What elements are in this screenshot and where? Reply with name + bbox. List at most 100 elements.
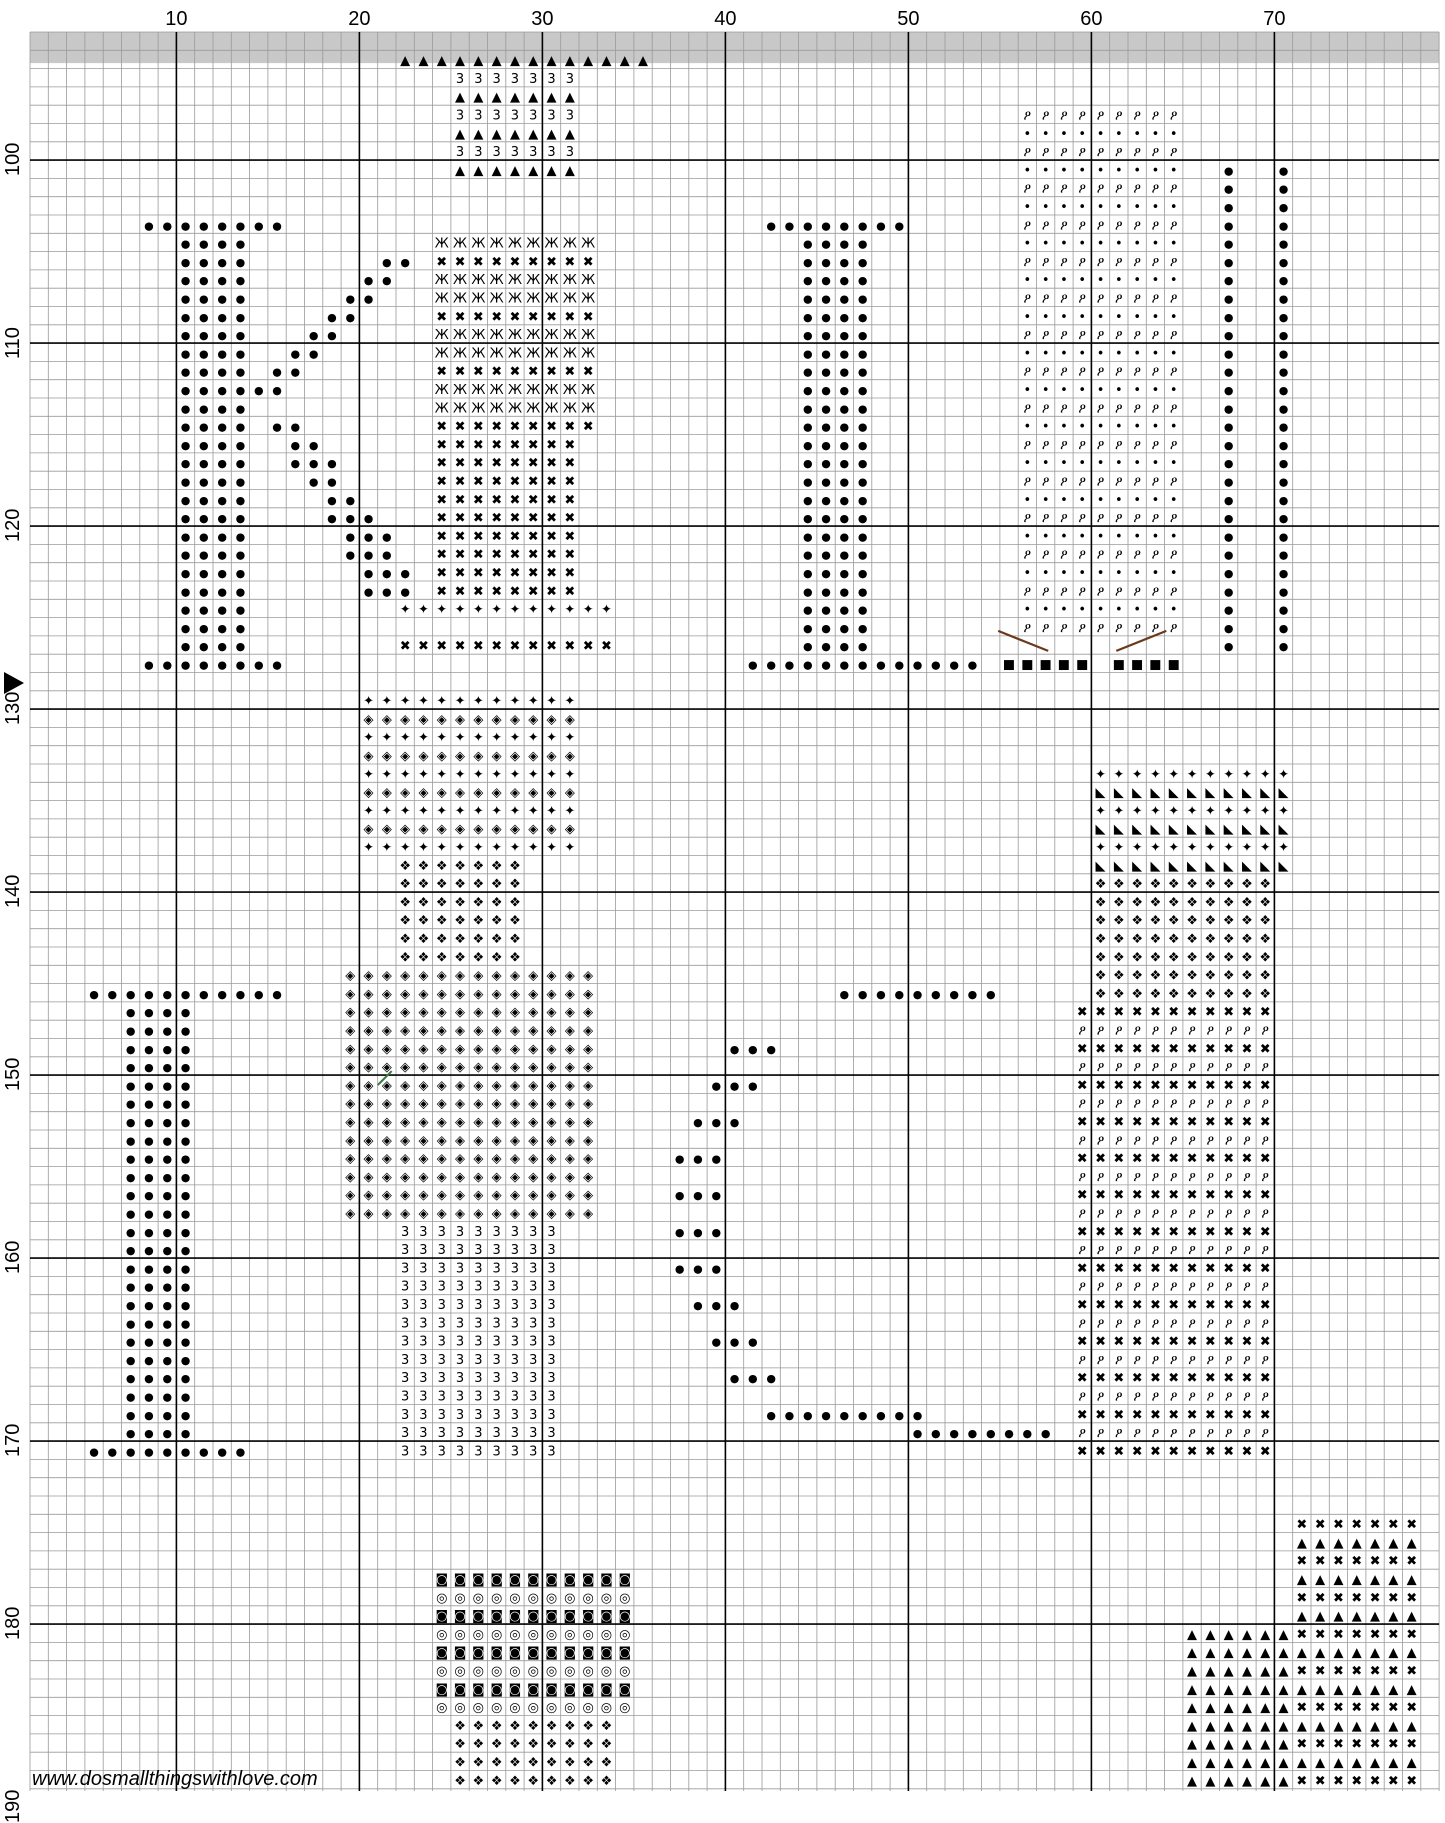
stitch-symbol: ✖ <box>1132 1188 1143 1203</box>
stitch-symbol: • <box>1097 273 1105 288</box>
stitch-symbol: ዖ <box>1078 1426 1086 1441</box>
stitch-symbol: ◈ <box>345 1133 355 1148</box>
stitch-symbol: ● <box>821 311 831 324</box>
stitch-symbol: ● <box>181 1079 191 1092</box>
stitch-symbol: ✦ <box>381 731 392 746</box>
stitch-symbol: ▲ <box>1297 1755 1307 1770</box>
stitch-symbol: ዖ <box>1243 1060 1251 1075</box>
stitch-symbol: ✖ <box>1113 1115 1124 1130</box>
stitch-symbol: ዖ <box>1097 255 1105 270</box>
stitch-symbol: • <box>1133 383 1141 398</box>
stitch-symbol: ■ <box>1149 657 1161 672</box>
stitch-symbol: • <box>1115 603 1123 618</box>
stitch-symbol: ✦ <box>363 694 374 709</box>
stitch-symbol: ◙ <box>472 1609 485 1624</box>
stitch-symbol: ● <box>821 604 831 617</box>
stitch-symbol: Ж <box>526 346 540 361</box>
stitch-symbol: ◈ <box>400 1152 410 1167</box>
stitch-symbol: ✖ <box>1113 1371 1124 1386</box>
stitch-symbol: ◈ <box>473 1133 483 1148</box>
stitch-symbol: ● <box>748 658 758 671</box>
stitch-symbol: ● <box>711 1116 721 1129</box>
stitch-symbol: ✖ <box>1388 1774 1399 1789</box>
stitch-symbol: ◈ <box>455 1078 465 1093</box>
stitch-symbol: ◈ <box>473 1152 483 1167</box>
stitch-symbol: • <box>1024 346 1032 361</box>
stitch-symbol: ✖ <box>1260 1225 1271 1240</box>
stitch-symbol: ❖ <box>418 932 430 947</box>
stitch-symbol: ◈ <box>437 1133 447 1148</box>
stitch-symbol: ✦ <box>455 840 466 855</box>
stitch-symbol: ዖ <box>1060 328 1068 343</box>
stitch-symbol: ● <box>1224 530 1234 543</box>
stitch-symbol: ◎ <box>619 1664 630 1679</box>
stitch-symbol: ❖ <box>1095 932 1107 947</box>
stitch-symbol: ● <box>217 238 227 251</box>
stitch-symbol: Ж <box>471 401 485 416</box>
stitch-symbol: • <box>1170 493 1178 508</box>
stitch-symbol: Ж <box>435 273 449 288</box>
stitch-symbol: ● <box>821 274 831 287</box>
stitch-symbol: ● <box>693 1189 703 1202</box>
stitch-symbol: ዖ <box>1152 1243 1160 1258</box>
stitch-symbol: ● <box>894 1409 904 1422</box>
stitch-symbol: ❖ <box>1241 987 1253 1002</box>
stitch-symbol: ● <box>309 329 319 342</box>
stitch-symbol: ✦ <box>528 767 539 782</box>
stitch-symbol: ✦ <box>1223 840 1234 855</box>
stitch-symbol: ◙ <box>564 1572 577 1587</box>
stitch-symbol: ● <box>1279 494 1289 507</box>
stitch-symbol: ✖ <box>1370 1664 1381 1679</box>
stitch-symbol: ዖ <box>1078 328 1086 343</box>
stitch-symbol: ዖ <box>1097 401 1105 416</box>
stitch-symbol: ✦ <box>491 731 502 746</box>
stitch-symbol: ❖ <box>1241 895 1253 910</box>
stitch-symbol: ◈ <box>510 1170 520 1185</box>
stitch-symbol: ● <box>217 219 227 232</box>
stitch-symbol: ✖ <box>1241 1042 1252 1057</box>
stitch-symbol: Ж <box>545 237 559 252</box>
stitch-symbol: ✖ <box>455 584 466 599</box>
stitch-symbol: ◈ <box>565 1097 575 1112</box>
stitch-symbol: ዖ <box>1225 1023 1233 1038</box>
stitch-symbol: ◈ <box>492 987 502 1002</box>
stitch-symbol: ◈ <box>565 1170 575 1185</box>
stitch-symbol: ● <box>236 988 246 1001</box>
stitch-symbol: • <box>1115 383 1123 398</box>
stitch-symbol: ✖ <box>1205 1335 1216 1350</box>
stitch-symbol: ▲ <box>1279 1755 1289 1770</box>
stitch-symbol: 3 <box>456 1298 464 1313</box>
stitch-symbol: • <box>1042 127 1050 142</box>
stitch-symbol: ❖ <box>1259 895 1271 910</box>
stitch-symbol: ዖ <box>1207 1353 1215 1368</box>
stitch-symbol: 3 <box>547 1335 555 1350</box>
stitch-symbol: ✖ <box>436 456 447 471</box>
stitch-symbol: 3 <box>547 1261 555 1276</box>
stitch-symbol: ● <box>126 1317 136 1330</box>
stitch-symbol: ✦ <box>564 804 575 819</box>
stitch-symbol: ❖ <box>1095 895 1107 910</box>
stitch-symbol: ✖ <box>436 365 447 380</box>
stitch-symbol: ❖ <box>1150 895 1162 910</box>
stitch-symbol: ◈ <box>382 1133 392 1148</box>
stitch-symbol: ✖ <box>1113 1335 1124 1350</box>
stitch-symbol: ● <box>217 585 227 598</box>
stitch-symbol: ◈ <box>400 712 410 727</box>
stitch-symbol: ✦ <box>1132 840 1143 855</box>
stitch-symbol: ✖ <box>491 493 502 508</box>
stitch-symbol: ዖ <box>1042 255 1050 270</box>
stitch-symbol: ● <box>730 1336 740 1349</box>
stitch-symbol: ◈ <box>528 969 538 984</box>
stitch-symbol: ● <box>217 329 227 342</box>
stitch-symbol: ዖ <box>1188 1353 1196 1368</box>
stitch-symbol: ✖ <box>1077 1298 1088 1313</box>
stitch-symbol: ✖ <box>1223 1042 1234 1057</box>
stitch-symbol: • <box>1097 346 1105 361</box>
stitch-symbol: ዖ <box>1078 1316 1086 1331</box>
stitch-symbol: ዖ <box>1133 621 1141 636</box>
stitch-symbol: ✖ <box>1077 1225 1088 1240</box>
stitch-symbol: ✖ <box>436 438 447 453</box>
stitch-symbol: ❖ <box>601 1737 613 1752</box>
stitch-symbol: ● <box>1224 384 1234 397</box>
stitch-symbol: ◈ <box>437 1152 447 1167</box>
